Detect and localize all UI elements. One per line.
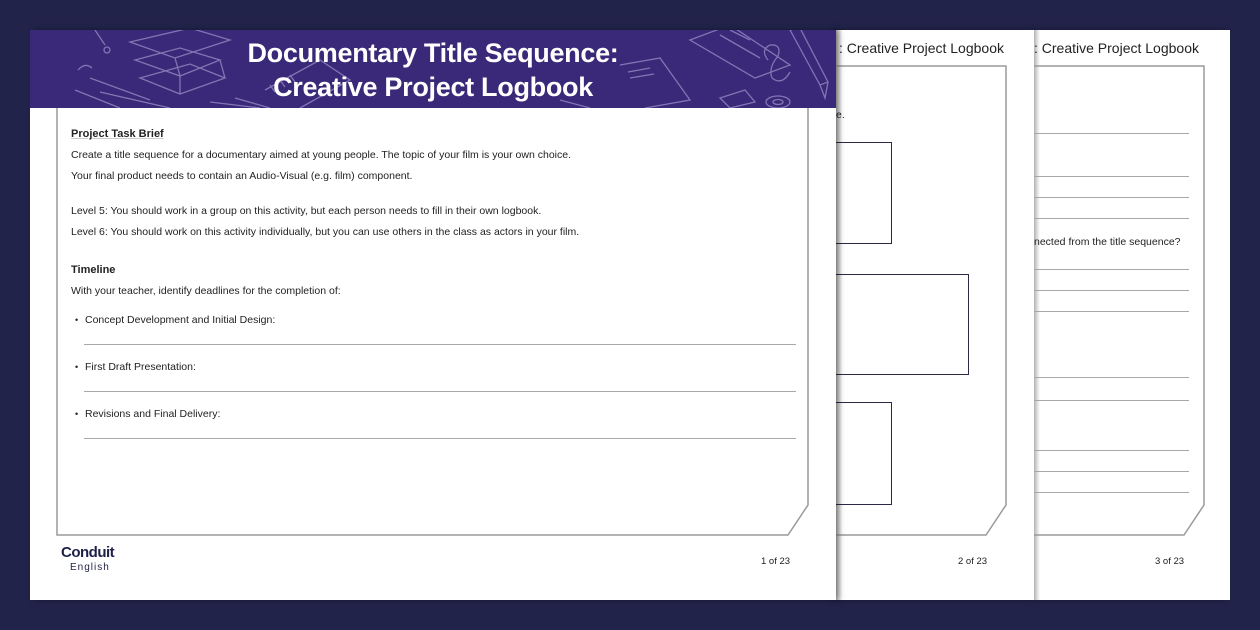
page-frame — [836, 65, 1007, 536]
answer-line — [1034, 176, 1189, 177]
answer-line — [1034, 450, 1189, 451]
stationery-doodle-pattern — [74, 30, 829, 108]
page-title-partial: : Creative Project Logbook — [839, 40, 1004, 56]
brief-heading: Project Task Brief — [71, 128, 164, 140]
page-edge-shade — [836, 30, 842, 600]
drawing-box — [836, 274, 969, 375]
answer-line — [1034, 269, 1189, 270]
question-partial: nected from the title sequence? — [1034, 236, 1181, 248]
document-title-line-2: Creative Project Logbook — [273, 72, 593, 102]
page-number: 1 of 23 — [761, 556, 791, 567]
answer-line — [1034, 133, 1189, 134]
answer-line — [1034, 197, 1189, 198]
answer-line — [1034, 290, 1189, 291]
timeline-item: Concept Development and Initial Design: — [71, 313, 801, 327]
text-partial: e. — [836, 109, 845, 121]
answer-line — [1034, 492, 1189, 493]
answer-line — [1034, 311, 1189, 312]
timeline-heading: Timeline — [71, 264, 116, 276]
page-frame — [56, 108, 809, 536]
page-frame — [1034, 65, 1205, 536]
answer-line — [1034, 400, 1189, 401]
conduit-english-logo: Conduit English — [61, 544, 115, 573]
page-2: : Creative Project Logbook e. 2 of 23 — [836, 30, 1034, 600]
level-5-line: Level 5: You should work in a group on t… — [71, 205, 542, 217]
page-3: : Creative Project Logbook nected from t… — [1034, 30, 1230, 600]
answer-line — [1034, 471, 1189, 472]
logo-sub-text: English — [70, 562, 110, 573]
timeline-item: First Draft Presentation: — [71, 360, 801, 374]
page-1: Documentary Title Sequence: Creative Pro… — [30, 30, 836, 600]
deadline-answer-line[interactable] — [84, 438, 796, 439]
answer-line — [1034, 377, 1189, 378]
page-content: Project Task Brief Create a title sequen… — [71, 128, 801, 439]
document-title-line-1: Documentary Title Sequence: — [247, 38, 619, 68]
page-title-partial: : Creative Project Logbook — [1034, 40, 1199, 56]
page-number: 3 of 23 — [1155, 556, 1185, 567]
level-6-line: Level 6: You should work on this activit… — [71, 226, 580, 238]
document-title: Documentary Title Sequence: Creative Pro… — [30, 36, 836, 104]
page-number: 2 of 23 — [958, 556, 988, 567]
brief-line-2: Your final product needs to contain an A… — [71, 170, 413, 182]
title-banner: Documentary Title Sequence: Creative Pro… — [30, 30, 836, 108]
timeline-intro: With your teacher, identify deadlines fo… — [71, 285, 341, 297]
answer-line — [1034, 218, 1189, 219]
drawing-box — [836, 402, 892, 505]
timeline-item: Revisions and Final Delivery: — [71, 407, 801, 421]
drawing-box — [836, 142, 892, 244]
deadline-answer-line[interactable] — [84, 391, 796, 392]
brief-line-1: Create a title sequence for a documentar… — [71, 149, 571, 161]
page-edge-shade — [1034, 30, 1040, 600]
deadline-answer-line[interactable] — [84, 344, 796, 345]
logo-main-text: Conduit — [61, 544, 115, 561]
